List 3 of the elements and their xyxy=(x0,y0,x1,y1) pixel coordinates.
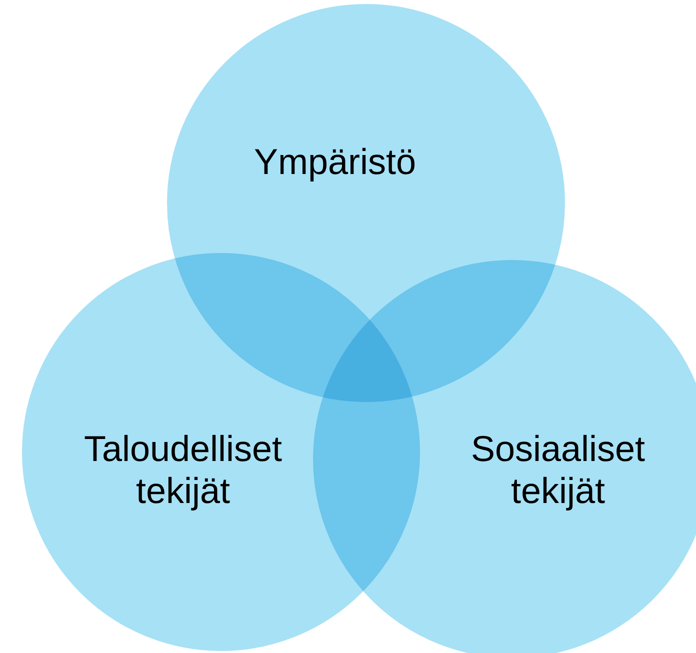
circle-label: Ympäristö xyxy=(252,141,418,183)
circle-label: Taloudelliset tekijät xyxy=(82,428,284,512)
circle-label: Sosiaaliset tekijät xyxy=(470,428,646,512)
